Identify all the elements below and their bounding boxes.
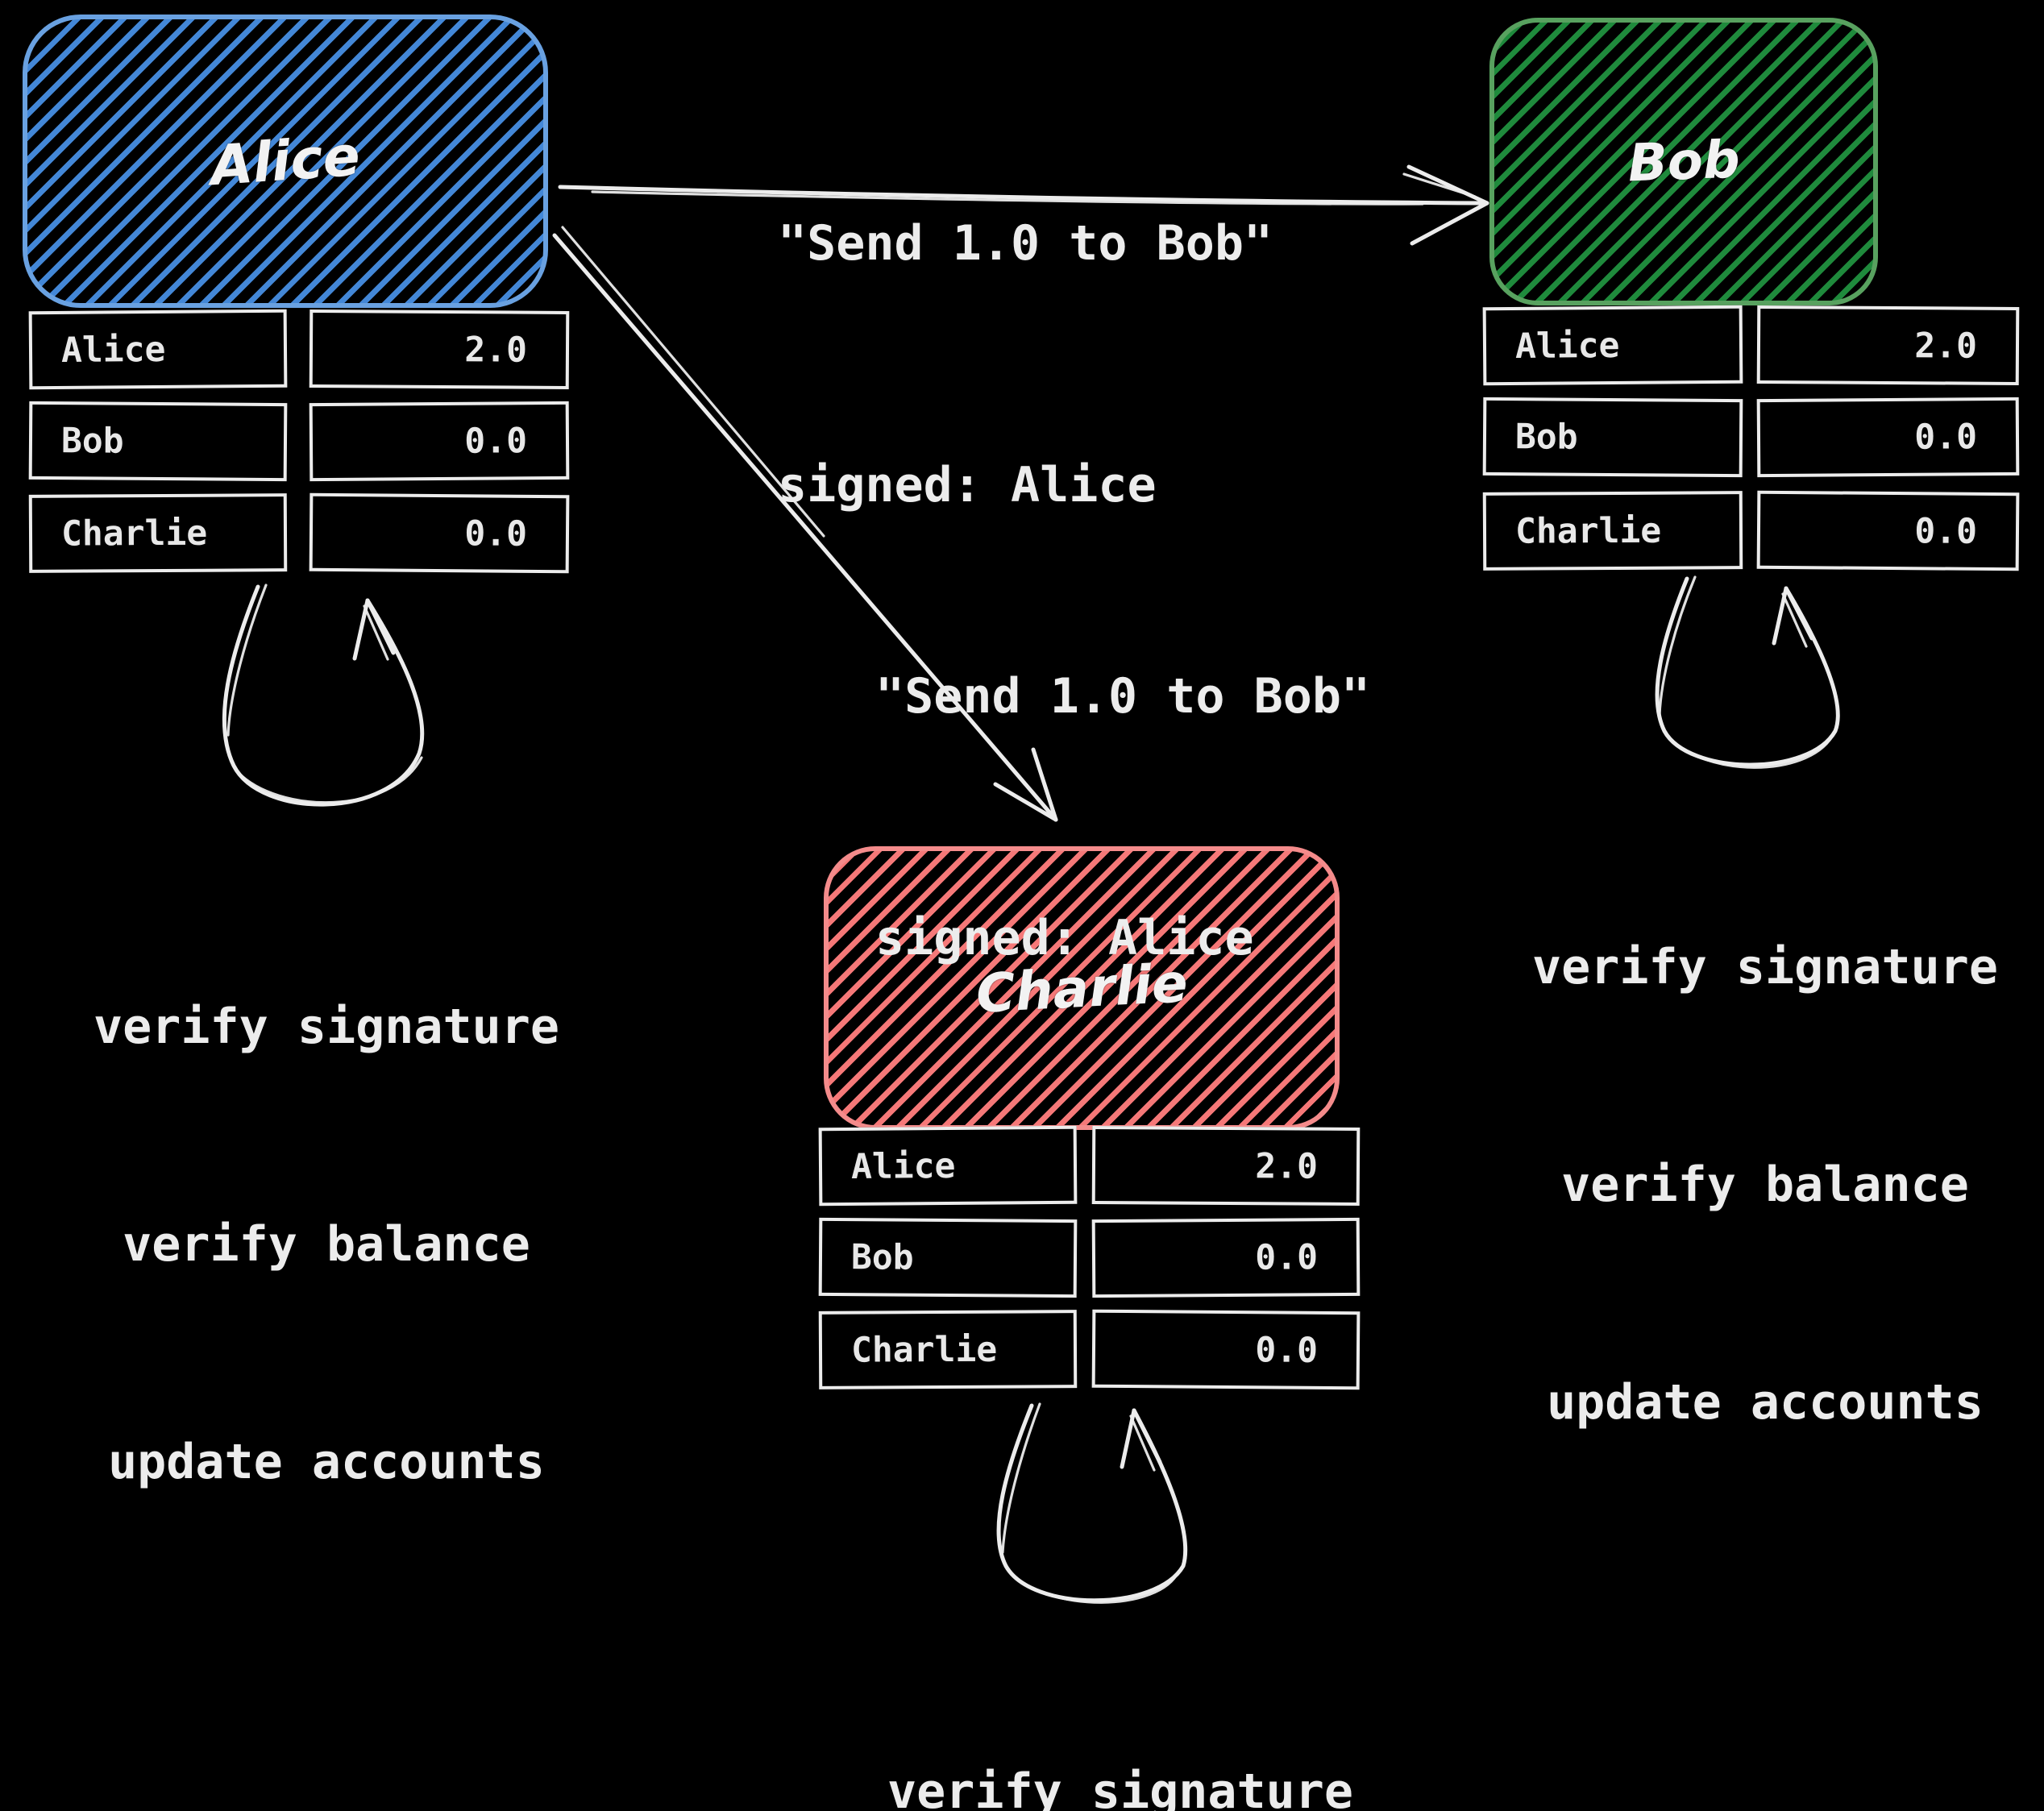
node-box-bob: Bob <box>1489 18 1878 305</box>
ledger-cell-value: 0.0 <box>1756 397 2020 478</box>
note-line: update accounts <box>108 1434 545 1490</box>
ledger-cell-value: 0.0 <box>1091 1217 1361 1298</box>
message-label-alice-to-charlie: "Send 1.0 to Bob" signed: Alice <box>875 495 1370 1140</box>
ledger-cell-name: Bob <box>1482 397 1743 478</box>
ledger-cell-value: 2.0 <box>1756 305 2020 385</box>
ledger-cell-name: Bob <box>28 401 288 482</box>
ledger-cell-name: Charlie <box>28 493 288 573</box>
notes-charlie: verify signature verify balance update a… <box>854 1610 1386 1811</box>
note-line: verify signature <box>887 1763 1353 1811</box>
ledger-cell-value: 0.0 <box>309 401 570 482</box>
node-box-alice: Alice <box>23 15 548 308</box>
self-loop-arrow-alice <box>222 584 425 807</box>
message-line-2: signed: Alice <box>875 910 1254 966</box>
notes-bob: verify signature verify balance update a… <box>1507 786 2023 1584</box>
self-loop-arrow-bob <box>1655 575 1840 769</box>
message-line-1: "Send 1.0 to Bob" <box>875 668 1371 725</box>
note-line: update accounts <box>1547 1374 1984 1431</box>
ledger-cell-name: Alice <box>1482 305 1743 386</box>
node-label-alice: Alice <box>208 124 363 198</box>
message-label-alice-to-bob: "Send 1.0 to Bob" signed: Alice <box>778 42 1273 687</box>
ledger-cell-value: 0.0 <box>1756 490 2020 571</box>
ledger-cell-name: Charlie <box>818 1310 1078 1389</box>
arrow-alice-to-charlie <box>552 226 1058 822</box>
ledger-cell-value: 2.0 <box>309 309 570 389</box>
note-line: verify balance <box>123 1216 530 1273</box>
ledger-cell-name: Charlie <box>1482 491 1743 571</box>
notes-alice: verify signature verify balance update a… <box>60 845 592 1643</box>
ledger-cell-name: Alice <box>28 309 288 390</box>
note-line: verify signature <box>93 999 559 1055</box>
node-label-bob: Bob <box>1626 130 1741 193</box>
message-line-2: signed: Alice <box>778 457 1157 513</box>
self-loop-arrow-charlie <box>996 1402 1188 1604</box>
ledger-cell-value: 0.0 <box>309 492 570 574</box>
note-line: verify signature <box>1532 939 1998 995</box>
ledger-cell-name: Bob <box>818 1217 1078 1298</box>
arrow-alice-to-bob <box>558 164 1489 246</box>
note-line: verify balance <box>1561 1157 1969 1213</box>
node-box-charlie: Charlie <box>824 846 1340 1130</box>
message-line-1: "Send 1.0 to Bob" <box>778 215 1273 272</box>
ledger-cell-value: 0.0 <box>1091 1309 1361 1390</box>
